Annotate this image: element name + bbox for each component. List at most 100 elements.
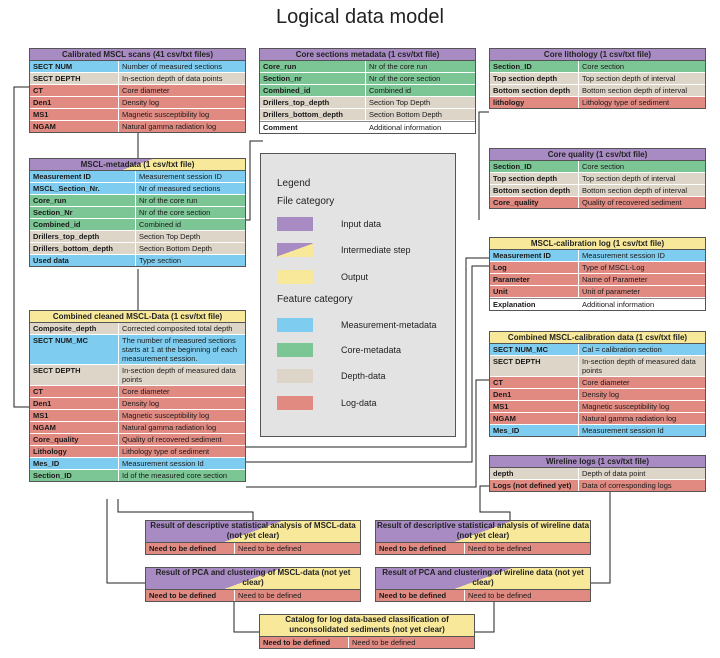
field-name: Logs (not defined yet) xyxy=(490,480,579,491)
field-description: Type of MSCL-Log xyxy=(582,263,645,272)
legend-swatch xyxy=(277,318,313,332)
field-name: Section_Nr xyxy=(30,207,136,218)
field-name: Combined_id xyxy=(260,85,366,96)
field-name: NGAM xyxy=(490,413,579,424)
field-description: Measurement session ID xyxy=(139,172,222,181)
legend-item-core-metadata: Core-metadata xyxy=(277,342,401,358)
field-description: Measurement session ID xyxy=(582,251,665,260)
legend-label: Core-metadata xyxy=(341,345,402,355)
field-name: NGAM xyxy=(30,121,119,132)
field-description: Core section xyxy=(582,162,625,171)
table-stat-analysis-wireline: Result of descriptive statistical analys… xyxy=(375,520,591,555)
field-description: Magnetic susceptibility log xyxy=(582,402,670,411)
field-name: MS1 xyxy=(30,410,119,421)
field-name: Measurement ID xyxy=(490,250,579,261)
legend-label: Input data xyxy=(341,219,382,229)
field-name: Comment xyxy=(260,122,366,133)
field-name: Drillers_top_depth xyxy=(260,97,366,108)
field-name: MS1 xyxy=(30,109,119,120)
field-description: Combined id xyxy=(369,86,412,95)
table-header: Combined MSCL-calibration data (1 csv/tx… xyxy=(490,332,705,344)
field-description: Density log xyxy=(122,98,160,107)
legend-item-intermediate-step: Intermediate step xyxy=(277,242,411,258)
field-description: Number of measured sections xyxy=(122,62,223,71)
field-name: Need to be defined xyxy=(260,637,349,648)
table-row: Logs (not defined yet)Data of correspond… xyxy=(490,480,705,491)
field-description: Core diameter xyxy=(582,378,630,387)
field-description: Bottom section depth of interval xyxy=(582,186,688,195)
field-name: MS1 xyxy=(490,401,579,412)
field-description: Nr of the core run xyxy=(139,196,198,205)
field-description: Top section depth of interval xyxy=(582,74,676,83)
field-description: Bottom section depth of interval xyxy=(582,86,688,95)
field-name: Top section depth xyxy=(490,173,579,184)
field-name: Section_ID xyxy=(490,61,579,72)
table-stat-analysis-mscl: Result of descriptive statistical analys… xyxy=(145,520,361,555)
table-header: Catalog for log data-based classificatio… xyxy=(260,615,474,637)
field-description: Core section xyxy=(582,62,625,71)
field-description: Nr of the core section xyxy=(139,208,211,217)
field-description: Depth of data point xyxy=(582,469,646,478)
field-description: Need to be defined xyxy=(468,591,532,600)
legend-label: Depth-data xyxy=(341,371,386,381)
field-name: SECT DEPTH xyxy=(30,365,119,385)
legend-swatch xyxy=(277,396,313,410)
legend-item-input-data: Input data xyxy=(277,216,381,232)
field-description: Need to be defined xyxy=(238,544,302,553)
page-title: Logical data model xyxy=(276,6,444,28)
legend-item-log-data: Log-data xyxy=(277,395,377,411)
legend-label: Log-data xyxy=(341,398,377,408)
field-description: Additional information xyxy=(582,300,655,309)
field-name: Explanation xyxy=(490,299,579,310)
field-description: Name of Parameter xyxy=(582,275,648,284)
table-row: MSCL_Section_Nr.Nr of measured sections xyxy=(30,183,245,195)
field-name: Section_ID xyxy=(490,161,579,172)
field-description: Lithology type of sediment xyxy=(582,98,670,107)
legend-swatch xyxy=(277,217,313,231)
field-name: Drillers_top_depth xyxy=(30,231,136,242)
field-description: Lithology type of sediment xyxy=(122,447,210,456)
table-combined-mscl-calibration-data: Combined MSCL-calibration data (1 csv/tx… xyxy=(489,331,706,437)
field-name: Need to be defined xyxy=(376,590,465,601)
field-name: Drillers_bottom_depth xyxy=(260,109,366,120)
field-description: Quality of recovered sediment xyxy=(582,198,682,207)
field-name: Measurement ID xyxy=(30,171,136,182)
field-description: Natural gamma radiation log xyxy=(122,423,217,432)
field-description: Section Top Depth xyxy=(139,232,201,241)
field-name: Log xyxy=(490,262,579,273)
table-header: Result of descriptive statistical analys… xyxy=(146,521,360,543)
legend-swatch xyxy=(277,369,313,383)
field-name: Lithology xyxy=(30,446,119,457)
field-name: Composite_depth xyxy=(30,323,119,334)
field-description: Section Top Depth xyxy=(369,98,431,107)
table-calibrated-mscl-scans: Calibrated MSCL scans (41 csv/txt files)… xyxy=(29,48,246,133)
